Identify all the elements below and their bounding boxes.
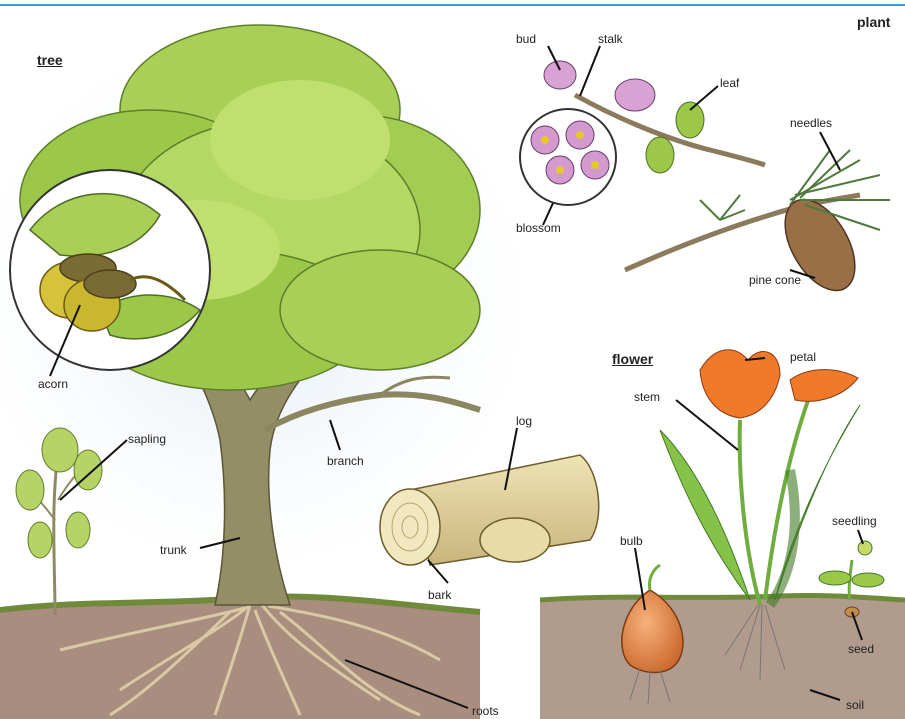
label-stem: stem (634, 390, 660, 404)
label-seedling: seedling (832, 514, 877, 528)
sapling-drawing (16, 428, 102, 615)
label-needles: needles (790, 116, 832, 130)
label-log: log (516, 414, 532, 428)
acorn-inset (10, 170, 210, 370)
tree-soil (0, 596, 480, 719)
label-petal: petal (790, 350, 816, 364)
label-soil: soil (846, 698, 864, 712)
label-roots: roots (472, 704, 499, 718)
label-seed: seed (848, 642, 874, 656)
label-trunk: trunk (160, 543, 187, 557)
label-sapling: sapling (128, 432, 166, 446)
page-title: plant (857, 14, 890, 30)
section-title-tree: tree (37, 52, 63, 68)
label-pine-cone: pine cone (749, 273, 801, 287)
tulip-plant (660, 350, 860, 605)
label-stalk: stalk (598, 32, 623, 46)
section-title-flower: flower (612, 351, 653, 367)
label-acorn: acorn (38, 377, 68, 391)
label-leaf: leaf (720, 76, 739, 90)
label-blossom: blossom (516, 221, 561, 235)
label-bud: bud (516, 32, 536, 46)
label-bulb: bulb (620, 534, 643, 548)
label-branch: branch (327, 454, 364, 468)
label-bark: bark (428, 588, 451, 602)
